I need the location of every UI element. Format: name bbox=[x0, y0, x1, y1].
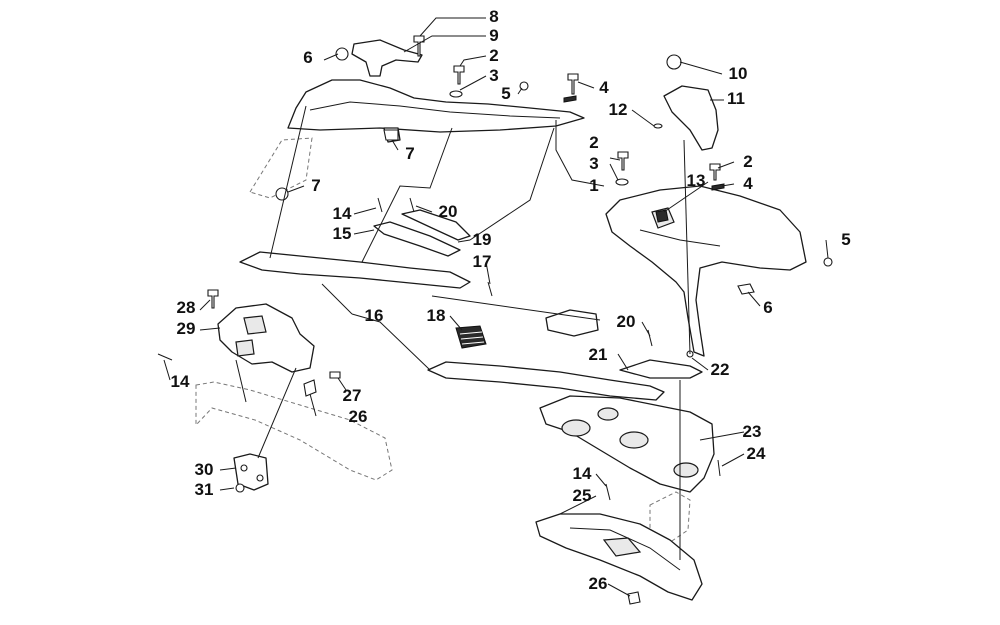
callout-18: 18 bbox=[427, 306, 446, 325]
part-1-dash-panel bbox=[605, 185, 807, 357]
callout-26: 26 bbox=[589, 574, 608, 593]
callout-7: 7 bbox=[405, 144, 414, 163]
callout-14: 14 bbox=[171, 372, 190, 391]
callout-14: 14 bbox=[333, 204, 352, 223]
part-9-bracket bbox=[351, 39, 423, 77]
callout-2: 2 bbox=[489, 46, 498, 65]
callout-20: 20 bbox=[617, 312, 636, 331]
callout-14: 14 bbox=[573, 464, 592, 483]
callout-16: 16 bbox=[365, 306, 384, 325]
callout-15: 15 bbox=[333, 224, 352, 243]
callout-4: 4 bbox=[743, 174, 753, 193]
callout-26: 26 bbox=[349, 407, 368, 426]
callout-24: 24 bbox=[747, 444, 766, 463]
callout-6: 6 bbox=[303, 48, 312, 67]
callout-22: 22 bbox=[711, 360, 730, 379]
callout-30: 30 bbox=[195, 460, 214, 479]
callout-9: 9 bbox=[489, 26, 498, 45]
callout-13: 13 bbox=[687, 171, 706, 190]
callout-10: 10 bbox=[729, 64, 748, 83]
hardware-items bbox=[157, 35, 833, 605]
callout-8: 8 bbox=[489, 7, 498, 26]
part-29-bracket bbox=[217, 303, 315, 373]
callout-21: 21 bbox=[589, 345, 608, 364]
part-23-mount bbox=[539, 395, 715, 493]
leader-lines bbox=[163, 17, 829, 597]
callout-2: 2 bbox=[589, 133, 598, 152]
callout-17: 17 bbox=[473, 252, 492, 271]
part-11-cover bbox=[663, 85, 719, 151]
callout-4: 4 bbox=[599, 78, 609, 97]
callout-1: 1 bbox=[589, 176, 598, 195]
callout-2: 2 bbox=[743, 152, 752, 171]
callout-20: 20 bbox=[439, 202, 458, 221]
callout-6: 6 bbox=[763, 298, 772, 317]
callout-7: 7 bbox=[311, 176, 320, 195]
part-30-plate bbox=[233, 453, 269, 491]
callout-3: 3 bbox=[489, 66, 498, 85]
callout-12: 12 bbox=[609, 100, 628, 119]
lower-crossbar bbox=[427, 309, 703, 401]
callout-27: 27 bbox=[343, 386, 362, 405]
upper-crossbar bbox=[239, 209, 471, 289]
ghost-frame-left bbox=[195, 137, 393, 481]
left-console-panel bbox=[287, 79, 585, 143]
callout-11: 11 bbox=[727, 89, 745, 108]
callout-19: 19 bbox=[473, 230, 492, 249]
part-25-skid-plate bbox=[535, 513, 703, 601]
callout-28: 28 bbox=[177, 298, 196, 317]
callout-31: 31 bbox=[195, 480, 214, 499]
callout-5: 5 bbox=[501, 84, 510, 103]
callout-5: 5 bbox=[841, 230, 850, 249]
ghost-frame-right bbox=[649, 491, 691, 546]
callout-25: 25 bbox=[573, 486, 592, 505]
part-18-vent bbox=[455, 325, 487, 349]
callout-3: 3 bbox=[589, 154, 598, 173]
callout-23: 23 bbox=[743, 422, 762, 441]
callout-29: 29 bbox=[177, 319, 196, 338]
